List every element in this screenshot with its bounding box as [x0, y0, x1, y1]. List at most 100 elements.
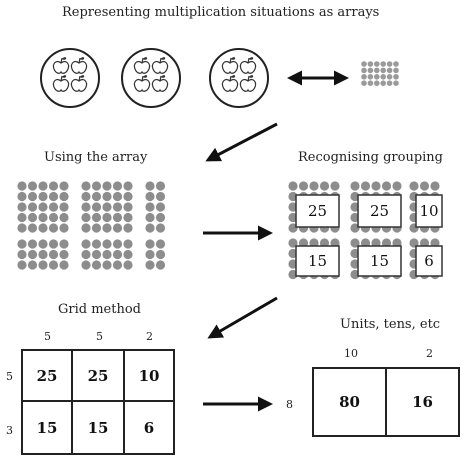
- array-dot: [48, 223, 59, 233]
- array-dot: [17, 249, 27, 260]
- array-dot: [48, 260, 59, 270]
- array-dot: [48, 239, 59, 249]
- array-dot: [38, 260, 48, 270]
- array-dot: [123, 239, 133, 249]
- array-dot: [145, 191, 155, 202]
- array-dot: [81, 181, 91, 191]
- array-dot: [145, 239, 155, 249]
- array-dot: [393, 61, 399, 67]
- grouping-value: 6: [424, 252, 434, 270]
- array-dot: [145, 212, 155, 223]
- array-dot: [409, 181, 419, 191]
- array-dot: [59, 260, 69, 270]
- array-dot: [309, 181, 319, 191]
- array-dot: [386, 80, 393, 86]
- apple-icon: [239, 57, 257, 74]
- array-dot: [330, 181, 340, 191]
- array-dot: [374, 80, 380, 86]
- units-cell: 80: [339, 393, 360, 411]
- grid-cell: 15: [36, 418, 58, 437]
- array-dot: [145, 260, 155, 270]
- array-dot: [59, 223, 69, 233]
- array-dot: [155, 202, 166, 212]
- array-dot: [48, 202, 59, 212]
- array-dot: [430, 181, 440, 191]
- grid-row-header: 5: [6, 370, 13, 383]
- array-dot: [27, 202, 38, 212]
- units-row-header: 8: [286, 398, 293, 411]
- array-dot: [155, 223, 166, 233]
- array-dot: [123, 260, 133, 270]
- array-dot: [38, 239, 48, 249]
- array-dot: [81, 223, 91, 233]
- apple-icon: [151, 75, 169, 92]
- array-dot: [27, 212, 38, 223]
- array-dot: [91, 223, 102, 233]
- units-col-header: 2: [426, 347, 433, 360]
- grouping-value: 25: [307, 202, 328, 220]
- array-dot: [17, 191, 27, 202]
- array-dot: [81, 239, 91, 249]
- array-dot: [393, 74, 399, 80]
- units-tens-title: Units, tens, etc: [340, 317, 441, 332]
- units-table: [312, 367, 460, 437]
- array-dot: [38, 212, 48, 223]
- array-dot: [102, 223, 112, 233]
- array-dot: [361, 80, 367, 86]
- array-dot: [371, 181, 381, 191]
- array-dot: [350, 181, 360, 191]
- array-dot: [298, 181, 309, 191]
- array-dot: [155, 181, 166, 191]
- grouping-value: 15: [307, 252, 328, 270]
- apple-icon: [151, 57, 169, 74]
- array-dot: [17, 202, 27, 212]
- array-dot: [81, 191, 91, 202]
- array-dot: [112, 239, 123, 249]
- array-dot: [102, 260, 112, 270]
- array-dot: [123, 181, 133, 191]
- array-dot: [381, 181, 392, 191]
- array-dot: [17, 260, 27, 270]
- array-dot: [288, 181, 298, 191]
- array-dot: [38, 202, 48, 212]
- grid-col-header: 5: [44, 330, 51, 343]
- array-dot: [112, 202, 123, 212]
- grid-col-header: 2: [146, 330, 153, 343]
- array-dot: [419, 181, 430, 191]
- diagonal-arrow: [205, 122, 278, 162]
- array-dot: [367, 61, 374, 67]
- array-dot: [112, 212, 123, 223]
- apple-plate: [40, 48, 100, 108]
- array-dot: [38, 249, 48, 260]
- array-dot: [59, 181, 69, 191]
- array-dot: [102, 191, 112, 202]
- apple-icon: [70, 75, 88, 92]
- apple-icon: [239, 75, 257, 92]
- array-dot: [91, 239, 102, 249]
- top-title: Representing multiplication situations a…: [62, 5, 380, 20]
- array-dot: [380, 61, 387, 67]
- grid-cell: 10: [138, 366, 160, 385]
- array-dot: [17, 212, 27, 223]
- grid-col-header: 5: [96, 330, 103, 343]
- array-dot: [27, 181, 38, 191]
- array-dot: [102, 212, 112, 223]
- array-dot: [17, 181, 27, 191]
- array-dot: [112, 181, 123, 191]
- array-dot: [112, 191, 123, 202]
- grid-cell: 25: [87, 366, 109, 385]
- array-dot: [145, 202, 155, 212]
- array-dot: [123, 202, 133, 212]
- array-dot: [27, 223, 38, 233]
- array-dot: [91, 212, 102, 223]
- apple-icon: [52, 57, 70, 74]
- array-dot: [81, 212, 91, 223]
- array-dot: [155, 239, 166, 249]
- array-dot: [91, 249, 102, 260]
- array-dot: [123, 191, 133, 202]
- array-dot: [102, 239, 112, 249]
- array-dot: [81, 249, 91, 260]
- array-dot: [38, 223, 48, 233]
- array-dot: [38, 181, 48, 191]
